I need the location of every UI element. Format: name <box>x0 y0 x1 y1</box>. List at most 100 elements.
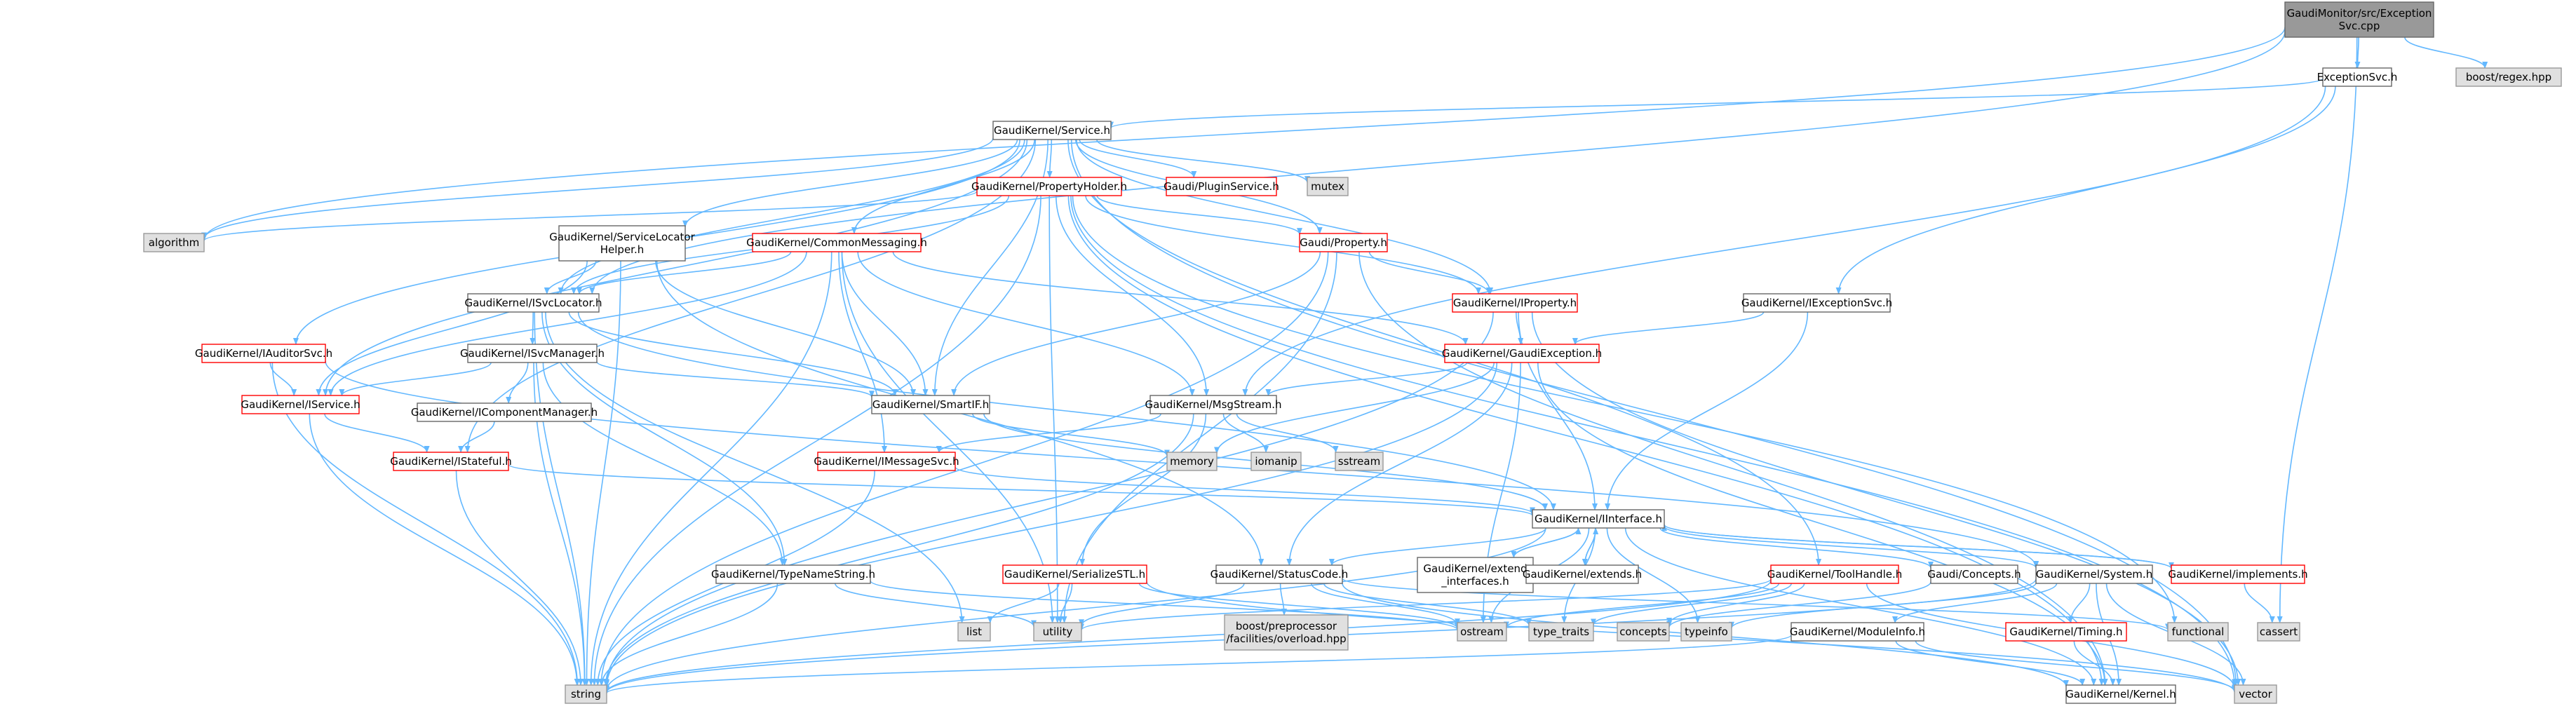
node-system_h[interactable]: GaudiKernel/System.h <box>2035 564 2153 584</box>
edge-implements-to-iinterface <box>1661 524 2172 569</box>
node-moduleinfo[interactable]: GaudiKernel/ModuleInfo.h <box>1790 622 1925 642</box>
edge-iproperty-to-gaudiexception <box>1516 311 1524 345</box>
node-box <box>1033 622 1082 642</box>
edge-property-to-string <box>598 251 1329 686</box>
edge-istateful-to-string <box>455 470 584 686</box>
node-label: Gaudi/PluginService.h <box>1164 180 1279 193</box>
node-root[interactable]: GaudiMonitor/src/ExceptionSvc.cpp <box>2284 1 2434 38</box>
node-iauditorsvc[interactable]: GaudiKernel/IAuditorSvc.h <box>195 344 332 363</box>
node-imessagesvc[interactable]: GaudiKernel/IMessageSvc.h <box>814 452 959 471</box>
node-label: GaudiKernel/extend <box>1423 562 1527 575</box>
node-label: GaudiKernel/Kernel.h <box>2065 688 2176 700</box>
node-iproperty[interactable]: GaudiKernel/IProperty.h <box>1452 293 1578 313</box>
node-label: algorithm <box>149 236 199 249</box>
node-box <box>2322 67 2392 87</box>
node-label: GaudiKernel/IAuditorSvc.h <box>195 347 332 360</box>
node-box <box>817 452 956 471</box>
node-concepts: concepts <box>1617 622 1670 642</box>
node-box <box>1457 622 1507 642</box>
node-icomponentmanager[interactable]: GaudiKernel/IComponentManager.h <box>411 402 598 422</box>
node-box <box>2234 684 2277 704</box>
node-istateful[interactable]: GaudiKernel/IStateful.h <box>390 452 512 471</box>
edge-typenamestring-to-ostream <box>870 580 1460 631</box>
edge-isvcmanager-to-smartif <box>596 361 875 398</box>
edge-gaudiexception-to-statuscode <box>1286 362 1513 566</box>
node-label: GaudiKernel/ISvcLocator.h <box>464 297 602 309</box>
node-box <box>2284 1 2434 38</box>
edge-isvcmanager-to-typenamestring <box>542 362 785 566</box>
edge-iinterface-to-statuscode <box>1329 527 1546 566</box>
node-typenamestring[interactable]: GaudiKernel/TypeNameString.h <box>711 564 875 584</box>
node-smartif[interactable]: GaudiKernel/SmartIF.h <box>871 395 990 414</box>
node-label: GaudiKernel/IExceptionSvc.h <box>1741 297 1892 309</box>
node-extend_interfaces[interactable]: GaudiKernel/extend_interfaces.h <box>1417 557 1534 593</box>
edge-commonmessaging-to-smartif <box>841 251 929 396</box>
node-label: GaudiKernel/IInterface.h <box>1535 513 1662 525</box>
node-iexceptionsvc[interactable]: GaudiKernel/IExceptionSvc.h <box>1741 293 1892 313</box>
node-box <box>1250 452 1302 471</box>
node-concepts_h[interactable]: Gaudi/Concepts.h <box>1927 564 2021 584</box>
edge-msgstream-to-string <box>602 413 1194 686</box>
node-exceptionsvc_h[interactable]: ExceptionSvc.h <box>2317 67 2398 87</box>
node-isvcmanager[interactable]: GaudiKernel/ISvcManager.h <box>460 344 605 363</box>
node-kernel[interactable]: GaudiKernel/Kernel.h <box>2065 684 2176 704</box>
edge-service_h-to-commonmessaging <box>851 139 1035 234</box>
edge-iauditorsvc-to-iservice <box>269 362 297 396</box>
edge-iinterface-to-concepts_h <box>1659 527 1934 569</box>
node-serializestl[interactable]: GaudiKernel/SerializeSTL.h <box>1002 564 1147 584</box>
edge-extends-to-iinterface <box>1584 527 1599 566</box>
node-label: cassert <box>2260 625 2298 638</box>
node-property[interactable]: Gaudi/Property.h <box>1299 233 1388 252</box>
node-label: /facilities/overload.hpp <box>1226 632 1346 645</box>
node-iservice[interactable]: GaudiKernel/IService.h <box>241 395 360 414</box>
node-iinterface[interactable]: GaudiKernel/IInterface.h <box>1532 509 1665 529</box>
node-isvclocator[interactable]: GaudiKernel/ISvcLocator.h <box>464 293 602 313</box>
node-propertyholder[interactable]: GaudiKernel/PropertyHolder.h <box>971 177 1127 196</box>
node-implements[interactable]: GaudiKernel/implements.h <box>2168 564 2308 584</box>
edge-propertyholder-to-msgstream <box>1056 195 1210 396</box>
node-toolhandle[interactable]: GaudiKernel/ToolHandle.h <box>1767 564 1903 584</box>
node-label: GaudiKernel/StatusCode.h <box>1211 568 1349 581</box>
edge-propertyholder-to-algorithm <box>201 190 978 242</box>
edge-implements-to-cassert <box>2244 583 2275 623</box>
node-box <box>715 564 871 584</box>
edge-toolhandle-to-utility <box>1079 578 1772 631</box>
node-label: boost/regex.hpp <box>2466 71 2551 83</box>
node-label: GaudiKernel/MsgStream.h <box>1145 398 1281 411</box>
node-label: GaudiKernel/IStateful.h <box>390 455 512 468</box>
node-gaudiexception[interactable]: GaudiKernel/GaudiException.h <box>1442 344 1602 363</box>
edge-moduleinfo-to-kernel <box>1895 640 2086 686</box>
node-box <box>752 233 922 252</box>
edge-commonmessaging-to-utility <box>841 251 1056 623</box>
node-extends[interactable]: GaudiKernel/extends.h <box>1523 564 1642 584</box>
edge-serializestl-to-list <box>987 583 1060 623</box>
node-msgstream[interactable]: GaudiKernel/MsgStream.h <box>1145 395 1282 414</box>
node-service_h[interactable]: GaudiKernel/Service.h <box>992 121 1112 140</box>
node-typeinfo: typeinfo <box>1680 622 1732 642</box>
edge-commonmessaging-to-msgstream <box>857 251 1195 396</box>
node-timing[interactable]: GaudiKernel/Timing.h <box>2005 622 2127 642</box>
node-pluginservice[interactable]: Gaudi/PluginService.h <box>1164 177 1279 196</box>
edge-exceptionsvc_h-to-msgstream <box>1242 86 2326 396</box>
edge-servicelocatorhelper-to-iservice <box>316 260 588 396</box>
node-box <box>1166 452 1218 471</box>
node-box <box>1215 564 1343 584</box>
node-box <box>558 225 686 262</box>
edge-service_h-to-propertyholder <box>1046 139 1053 178</box>
node-statuscode[interactable]: GaudiKernel/StatusCode.h <box>1211 564 1349 584</box>
edge-iauditorsvc-to-string <box>271 362 581 686</box>
edge-servicelocatorhelper-to-string <box>584 260 621 686</box>
edge-iproperty-to-vector <box>1531 311 2241 686</box>
edge-toolhandle-to-string <box>604 580 1772 693</box>
edge-concepts_h-to-concepts <box>1666 581 1931 628</box>
node-box <box>417 402 592 422</box>
edge-propertyholder-to-string <box>591 195 1041 686</box>
edge-toolhandle-to-ostream <box>1504 583 1780 629</box>
edge-serializestl-to-ostream <box>1138 583 1460 630</box>
edge-moduleinfo-to-string <box>604 634 1792 694</box>
node-commonmessaging[interactable]: GaudiKernel/CommonMessaging.h <box>746 233 927 252</box>
node-box <box>1149 395 1277 414</box>
node-label: GaudiKernel/System.h <box>2036 568 2152 581</box>
node-label: GaudiKernel/SerializeSTL.h <box>1004 568 1145 581</box>
